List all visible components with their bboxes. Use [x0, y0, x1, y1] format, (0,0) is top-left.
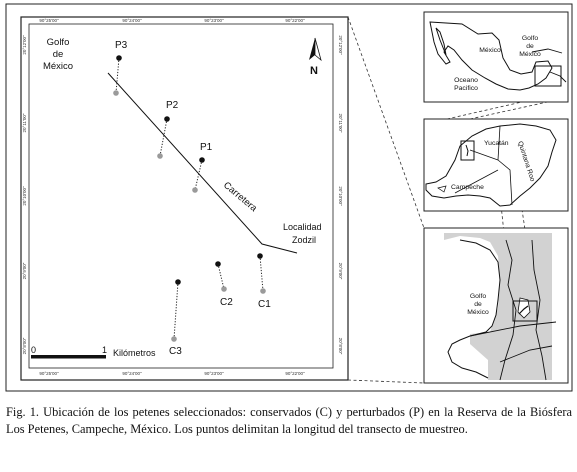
top-coordinate-ticks: 90°25'00" 90°24'00" 90°23'00" 90°22'00" [39, 18, 305, 23]
top-tick: 90°22'00" [285, 18, 305, 23]
main-map: 90°25'00" 90°24'00" 90°23'00" 90°22'00" … [20, 16, 349, 381]
site-label-c3: C3 [169, 346, 182, 357]
site-labels: P3 P2 P1 C3 C2 C1 [115, 40, 271, 357]
state-boundary [497, 125, 513, 206]
perturbed-points [116, 55, 263, 285]
inset-peninsula-highlight [460, 140, 475, 161]
inset-coast-gulf-line3: México [467, 309, 489, 316]
central-america-outline [549, 71, 567, 83]
gulf-label-line1: Golfo [47, 37, 70, 48]
scale-bar: 0 1 Kilómetros [31, 345, 156, 359]
outer-frame [5, 3, 573, 392]
cuba-outline [531, 48, 563, 54]
inland-boundary [469, 321, 557, 337]
site-point-p3-end [113, 90, 119, 96]
inset-coast-highlight [512, 300, 538, 322]
north-arrow-icon: N [309, 37, 322, 77]
town-label-line1: Localidad [283, 222, 322, 232]
right-tick: 20°8'00" [338, 338, 343, 355]
site-point-p2-end [157, 153, 163, 159]
site-label-c2: C2 [220, 297, 233, 308]
caption-text: Fig. 1. Ubicación de los petenes selecci… [6, 405, 572, 436]
inset-mexico-ocean-line2: Pacifico [454, 85, 478, 92]
bottom-coordinate-ticks: 90°25'00" 90°24'00" 90°23'00" 90°22'00" [39, 371, 305, 376]
scale-unit-label: Kilómetros [113, 348, 156, 358]
site-point-c3-start [175, 279, 181, 285]
left-tick: 20°11'00" [22, 113, 27, 132]
coastline [447, 239, 501, 379]
inland-boundary [531, 239, 547, 381]
mexico-outline [429, 21, 553, 91]
north-label: N [310, 65, 318, 77]
left-tick: 20°8'00" [22, 337, 27, 354]
bottom-tick: 90°23'00" [204, 371, 224, 376]
site-point-c2 [221, 286, 227, 292]
top-tick: 90°23'00" [204, 18, 224, 23]
right-tick: 20°9'00" [338, 263, 343, 280]
inset-mexico-country: México [479, 47, 501, 54]
right-coordinate-ticks: 20°12'00" 20°11'00" 20°10'00" 20°9'00" 2… [338, 35, 343, 354]
site-point-c2-start [215, 261, 221, 267]
road-line [107, 72, 298, 254]
transect-lines [115, 57, 264, 340]
main-map-frame [20, 16, 349, 381]
inset-peninsula-state-campeche: Campeche [451, 184, 484, 191]
figure-caption: Fig. 1. Ubicación de los petenes selecci… [6, 404, 572, 437]
site-point-c3 [171, 336, 177, 342]
reserve-area [517, 297, 531, 319]
left-tick: 20°12'00" [22, 35, 27, 55]
state-boundary [454, 169, 499, 194]
inset-mexico-highlight [534, 65, 562, 87]
left-tick: 20°10'00" [22, 186, 27, 206]
endpoint-points [113, 90, 266, 342]
main-map-neatline [28, 23, 334, 369]
coast-land [444, 233, 552, 380]
top-tick: 90°25'00" [39, 18, 59, 23]
inset-mexico-gulf-line3: México [519, 51, 541, 58]
top-tick: 90°24'00" [122, 18, 142, 23]
inset-peninsula: Yucatán Quintana Roo Campeche [423, 118, 569, 212]
right-tick: 20°10'00" [338, 186, 343, 206]
left-tick: 20°9'00" [22, 262, 27, 279]
left-coordinate-ticks: 20°12'00" 20°11'00" 20°10'00" 20°9'00" 2… [22, 35, 27, 354]
inset-mexico-gulf-line1: Golfo [522, 35, 538, 42]
gulf-label-line2: de [53, 49, 64, 60]
site-point-p2 [164, 116, 170, 122]
scale-end-label: 1 [102, 345, 107, 355]
site-point-p1 [199, 157, 205, 163]
inset-coast-gulf-line2: de [474, 301, 482, 308]
site-point-p3 [116, 55, 122, 61]
inset-mexico: Golfo de México México Oceano Pacifico [423, 11, 569, 103]
site-point-c1 [260, 288, 266, 294]
bottom-tick: 90°25'00" [39, 371, 59, 376]
town-label-line2: Zodzil [292, 235, 316, 245]
scale-start-label: 0 [31, 345, 36, 355]
inset-mexico-ocean-line1: Oceano [454, 77, 478, 84]
bottom-tick: 90°22'00" [285, 371, 305, 376]
site-point-c1-start [257, 253, 263, 259]
gulf-label: Golfo de México [43, 37, 73, 72]
site-point-p1-end [192, 187, 198, 193]
bottom-tick: 90°24'00" [122, 371, 142, 376]
inset-coast-gulf-line1: Golfo [470, 293, 486, 300]
site-label-p2: P2 [166, 100, 179, 111]
site-label-p1: P1 [200, 142, 213, 153]
site-label-c1: C1 [258, 299, 271, 310]
inset-mexico-gulf-line2: de [526, 43, 534, 50]
right-tick: 20°12'00" [338, 35, 343, 55]
gulf-label-line3: México [43, 61, 73, 72]
island-outline [437, 185, 447, 193]
inland-boundary [499, 345, 553, 363]
state-boundary [469, 149, 499, 161]
peninsula-outline [425, 123, 557, 207]
inset-coast: Golfo de México [423, 227, 569, 384]
right-tick: 20°11'00" [338, 114, 343, 133]
inset-peninsula-state-yucatan: Yucatán [484, 140, 509, 147]
site-label-p3: P3 [115, 40, 128, 51]
